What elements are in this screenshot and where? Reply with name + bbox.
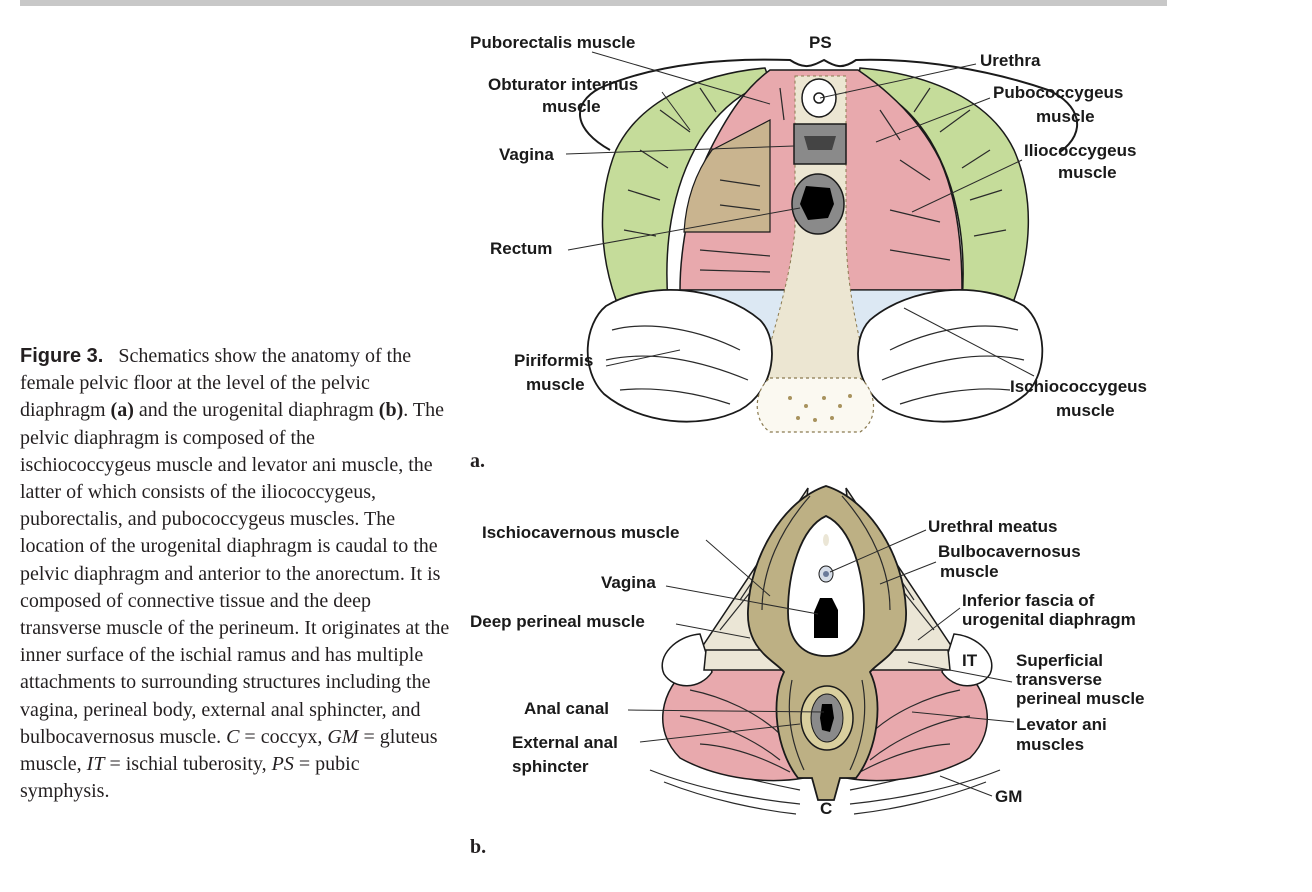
label-levator-line1: Levator ani [1016, 715, 1107, 734]
label-obturator-line1: Obturator internus [488, 75, 638, 94]
leader-vagina-a [565, 145, 795, 155]
label-ischiococcygeus-line2: muscle [1056, 401, 1115, 420]
leader-piriformis [605, 349, 681, 367]
levator-striations [699, 87, 951, 273]
leader-rectum [567, 207, 801, 251]
piriformis-left [586, 288, 773, 423]
label-piriformis-line1: Piriformis [514, 351, 593, 370]
leader-vagina-b [665, 585, 819, 615]
leader-levator [911, 711, 1015, 723]
leader-urethra [819, 63, 977, 99]
label-obturator-line2: muscle [542, 97, 601, 116]
label-levator-line2: muscles [1016, 735, 1084, 754]
leader-inferior-fascia [917, 607, 961, 641]
leader-external-anal [639, 723, 801, 743]
obturator-striations [623, 87, 1007, 237]
label-rectum: Rectum [490, 239, 552, 258]
leader-pubococcygeus [875, 97, 991, 143]
def-it: = ischial tuberosity, [104, 753, 272, 776]
caption-text-3: . The pelvic diaphragm is composed of th… [20, 399, 450, 748]
label-bulbocavernosus-line1: Bulbocavernosus [938, 542, 1081, 561]
pelvic-outline-a-left [578, 87, 611, 151]
leader-deep-perineal [675, 623, 751, 639]
leader-anal-canal [627, 709, 825, 713]
label-iliococcygeus-line2: muscle [1058, 163, 1117, 182]
clitoral-mark [823, 534, 829, 546]
abbr-gm: GM [327, 725, 359, 748]
coccyx-a [756, 377, 875, 433]
rectum-a-lumen [800, 186, 834, 220]
label-inferior-fascia-line1: Inferior fascia of [962, 591, 1095, 610]
def-c: = coccyx, [239, 725, 328, 748]
anal-canal-lumen [820, 704, 834, 732]
caption-text-2: and the urogenital diaphragm [133, 399, 379, 422]
urethral-meatus-lumen [823, 571, 829, 577]
piriformis-striations [605, 325, 1025, 405]
label-piriformis-line2: muscle [526, 375, 585, 394]
leader-ischiococcygeus [903, 307, 1035, 377]
label-superficial-line2: transverse [1016, 670, 1102, 689]
levator-b-striations [679, 689, 971, 773]
vestibule [787, 515, 865, 657]
label-external-anal-line1: External anal [512, 733, 618, 752]
label-external-anal-line2: sphincter [512, 757, 589, 776]
label-bulbocavernosus-line2: muscle [940, 562, 999, 581]
label-pubococcygeus-line1: Pubococcygeus [993, 83, 1123, 102]
label-ischiocavernous: Ischiocavernous muscle [482, 523, 679, 542]
leader-iliococcygeus [911, 159, 1023, 213]
label-it: IT [962, 651, 978, 670]
urethra-lumen [813, 92, 825, 104]
label-deep-perineal: Deep perineal muscle [470, 612, 645, 631]
def-ps: = pubic symphysis. [20, 753, 360, 803]
label-pubococcygeus-line2: muscle [1036, 107, 1095, 126]
abbr-it: IT [86, 753, 105, 776]
figure-label: Figure 3. [20, 345, 104, 367]
label-puborectalis: Puborectalis muscle [470, 33, 635, 52]
pelvic-outline-a [599, 58, 1079, 153]
caption-panel-a-ref: (a) [110, 399, 134, 422]
label-ischiococcygeus-line1: Ischiococcygeus [1010, 377, 1147, 396]
panel-a-letter: a. [470, 450, 485, 472]
label-ps: PS [809, 33, 832, 52]
leader-obturator [661, 91, 691, 131]
def-gm: = gluteus muscle, [20, 725, 438, 776]
caption-text-1: Schematics show the anatomy of the femal… [20, 345, 412, 422]
label-c: C [820, 799, 832, 818]
label-gm: GM [995, 787, 1022, 806]
leader-puborectalis [591, 51, 771, 105]
label-superficial-line1: Superficial [1016, 651, 1103, 670]
figure-caption: Figure 3. Schematics show the anatomy of… [20, 343, 450, 805]
ischial-tuberosity-right [941, 633, 993, 687]
ischial-tuberosity-left [661, 633, 713, 687]
panel-b-diagram: Ischiocavernous muscle Vagina Deep perin… [470, 485, 1145, 818]
label-urethral-meatus: Urethral meatus [928, 517, 1057, 536]
panel-a-diagram: PS Puborectalis muscle Obturator internu… [470, 33, 1147, 433]
leader-bulbocavernosus [879, 561, 937, 585]
coccyx-dots [788, 394, 852, 422]
leader-superficial [907, 661, 1013, 683]
caption-panel-b-ref: (b) [378, 399, 404, 422]
label-vagina-a: Vagina [499, 145, 554, 164]
label-anal-canal: Anal canal [524, 699, 609, 718]
panel-b-letter: b. [470, 836, 487, 858]
label-inferior-fascia-line2: urogenital diaphragm [962, 610, 1136, 629]
abbr-ps: PS [271, 753, 294, 776]
leader-urethral-meatus [829, 529, 927, 573]
vagina-a-lumen [804, 136, 836, 150]
piriformis-right [857, 288, 1044, 423]
vagina-b [814, 598, 838, 638]
top-rule [20, 0, 1167, 6]
leader-ischiocavernous [705, 539, 771, 597]
abbr-c: C [226, 725, 240, 748]
label-iliococcygeus-line1: Iliococcygeus [1024, 141, 1136, 160]
label-vagina-b: Vagina [601, 573, 656, 592]
leader-gm [939, 775, 993, 797]
label-urethra: Urethra [980, 51, 1041, 70]
label-superficial-line3: perineal muscle [1016, 689, 1145, 708]
